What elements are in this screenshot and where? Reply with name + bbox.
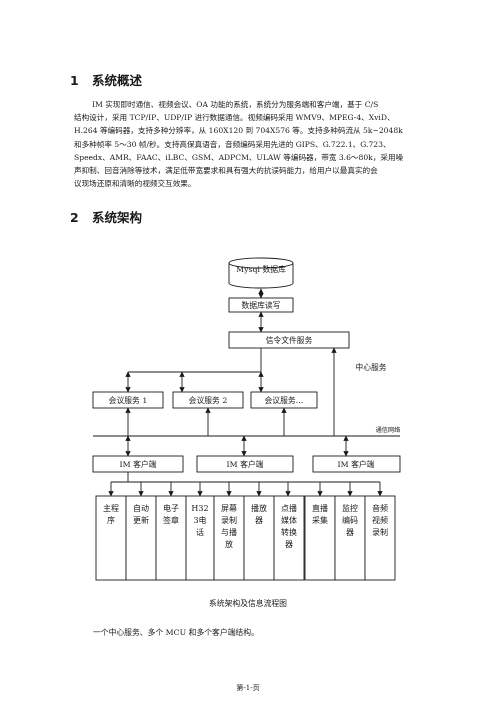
- module-box: [155, 495, 187, 581]
- overview-line: 议现场还原和清晰的视频交互效果。: [74, 179, 196, 189]
- module-box: [334, 495, 366, 581]
- network-label: 通信网络: [376, 426, 401, 434]
- database-cylinder: [228, 257, 294, 289]
- section-1-heading: 1 系统概述: [70, 70, 142, 89]
- overview-line: Speedx、AMR、FAAC、iLBC、GSM、ADPCM、ULAW 等编码器…: [74, 152, 404, 162]
- module-label-player: 播放器: [251, 504, 267, 525]
- overview-line: 声抑制、回音消除等技术，满足低带宽要求和具有强大的抗误码能力，给用户以最真实的会: [74, 166, 378, 176]
- module-label-main-program: 主程序: [103, 504, 119, 525]
- overview-paragraph: IM 实现即时通信、视频会议、OA 功能的系统，系统分为服务端和客户端，基于 C…: [74, 98, 422, 190]
- overview-line: IM 实现即时通信、视频会议、OA 功能的系统，系统分为服务端和客户端，基于 C…: [92, 100, 379, 109]
- page-number: 第-1-页: [236, 684, 260, 692]
- db-rw-label: 数据库读写: [242, 300, 281, 310]
- signal-service-label: 信令文件服务: [266, 335, 313, 345]
- module-label-live-capture: 直播采集: [312, 504, 328, 525]
- module-label-monitor-encoder: 监控编码器: [342, 504, 358, 537]
- client-label-1: IM 客户端: [120, 459, 157, 469]
- module-label-av-record: 音频视频录制: [372, 504, 388, 537]
- client-label-2: IM 客户端: [227, 459, 264, 469]
- section-2-title: 系统架构: [92, 210, 143, 225]
- module-box: [213, 495, 245, 581]
- module-box: [125, 495, 157, 581]
- module-label-auto-update: 自动更新: [133, 504, 149, 525]
- module-label-e-signature: 电子签章: [163, 504, 179, 525]
- database-label: Mysql 数据库: [236, 264, 286, 274]
- module-box: [304, 495, 336, 581]
- module-box: [364, 495, 396, 581]
- module-box: [273, 495, 305, 581]
- section-1-title: 系统概述: [92, 73, 143, 88]
- meeting-label-2: 会议服务 2: [189, 395, 228, 405]
- client-label-3: IM 客户端: [338, 459, 375, 469]
- client-box-1: [92, 455, 184, 473]
- overview-line: 和多种帧率 5～30 帧/秒。支持高保真语音，音频编码采用先进的 GIPS、G.…: [74, 139, 391, 149]
- overview-line: 结构设计，采用 TCP/IP、UDP/IP 进行数据通信。视频编码采用 WMV9…: [74, 113, 395, 123]
- module-box: [95, 495, 127, 581]
- module-box: [185, 495, 215, 581]
- overview-line: H.264 等编码器，支持多种分辨率，从 160X120 到 704X576 等…: [74, 126, 403, 136]
- bottom-text: 一个中心服务、多个 MCU 和多个客户端结构。: [93, 628, 259, 637]
- meeting-label-1: 会议服务 1: [109, 395, 148, 405]
- center-service-label: 中心服务: [355, 362, 386, 372]
- module-label-screen-record: 屏幕录制与播放: [221, 504, 237, 549]
- signal-service-box: [228, 331, 350, 349]
- module-box: [243, 495, 275, 581]
- client-box-3: [312, 455, 401, 473]
- client-box-2: [196, 455, 294, 473]
- module-label-vod-converter: 点播媒体转换器: [281, 504, 297, 549]
- section-2-heading: 2 系统架构: [70, 207, 142, 226]
- module-label-h323: H323电话: [191, 504, 209, 537]
- section-2-number: 2: [70, 210, 79, 225]
- meeting-label-3: 会议服务…: [265, 395, 304, 405]
- figure-caption: 系统架构及信息流程图: [209, 599, 287, 608]
- section-1-number: 1: [70, 73, 79, 88]
